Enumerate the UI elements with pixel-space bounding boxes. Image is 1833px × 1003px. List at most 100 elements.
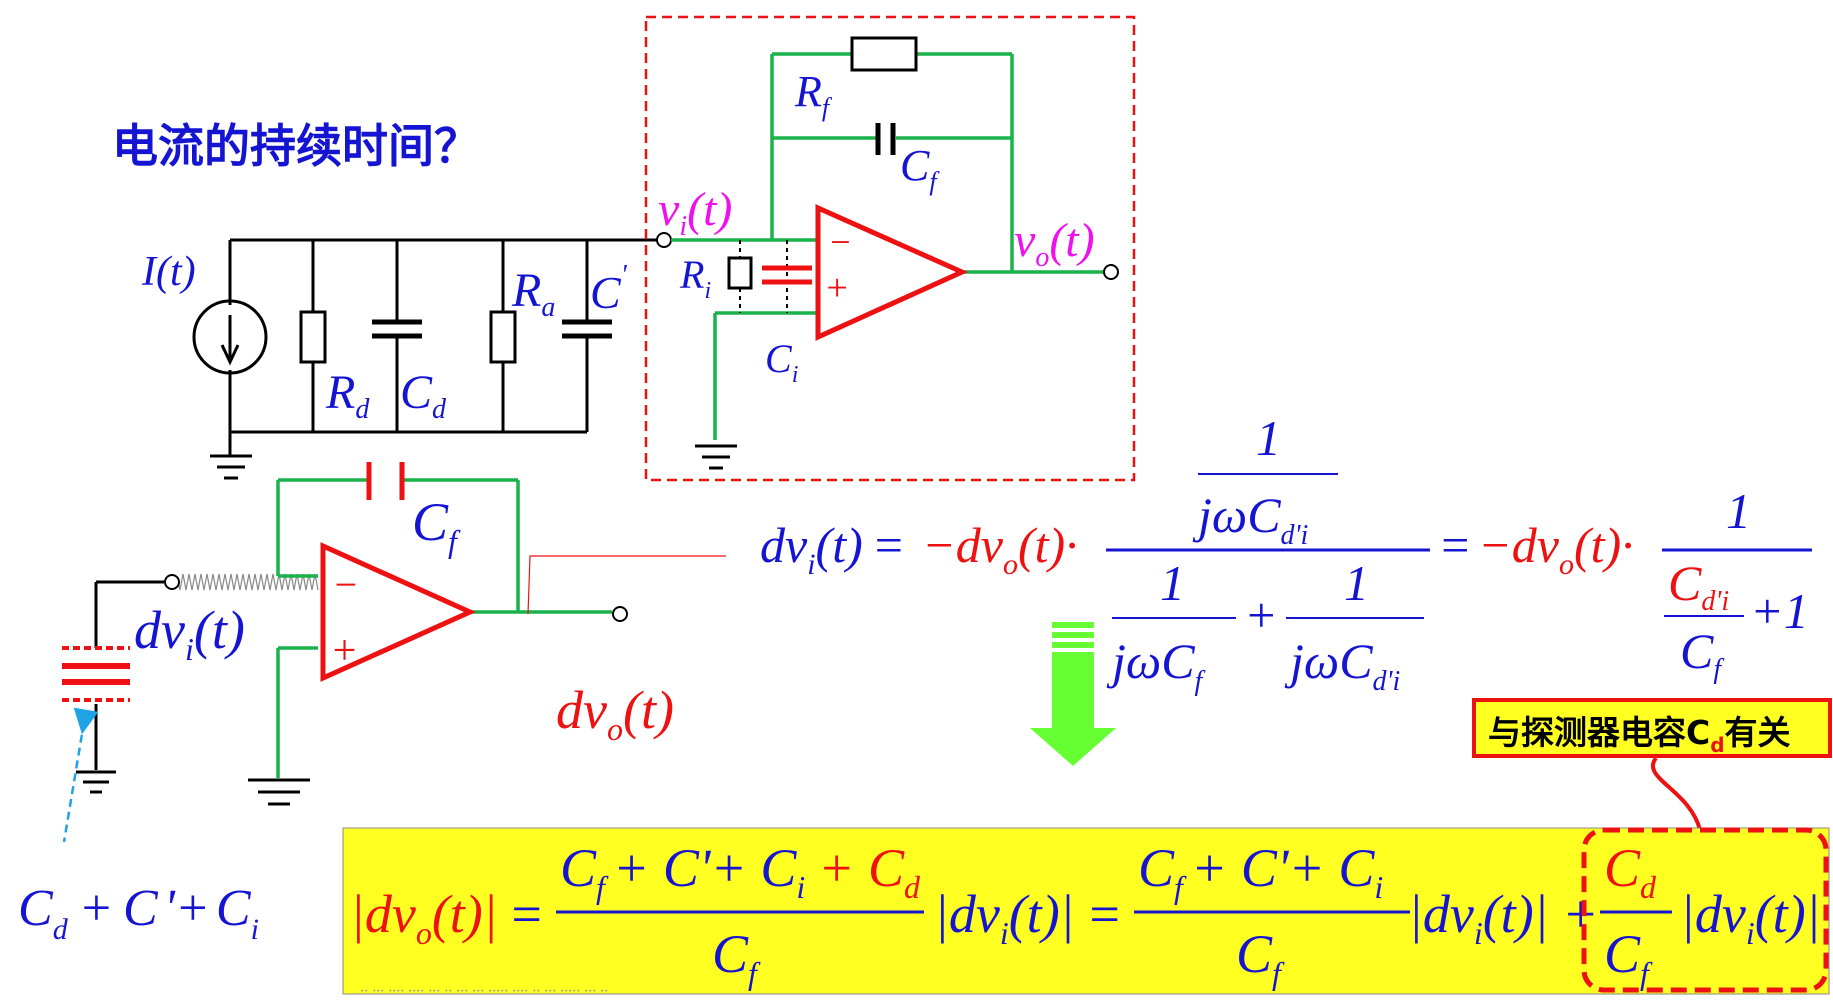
- eq1-rhs-cf-sub: f: [1713, 654, 1724, 685]
- callout-box: [1472, 698, 1832, 758]
- bottom-opamp-minus: −: [332, 562, 359, 607]
- svg-text:Rd: Rd: [325, 366, 370, 425]
- eq1-lhs-arg: (t): [816, 517, 863, 573]
- rf-resistor: [850, 36, 918, 72]
- eq2-num2-mid: + C'+ C: [1191, 838, 1375, 898]
- dvo-argument: (t): [623, 680, 674, 740]
- svg-text:|dvi(t)|: |dvi(t)|: [934, 884, 1075, 951]
- bottom-cf-label: C: [412, 492, 449, 552]
- dvo-subscript: o: [607, 711, 623, 747]
- eq1-rhs-neg: −dv: [1478, 517, 1560, 573]
- cap-sum-label: Cd+C'+Ci: [18, 880, 259, 946]
- vi-subscript: i: [679, 211, 687, 242]
- eq2-num1-mid: + C'+ C: [613, 838, 797, 898]
- rd-subscript: d: [355, 394, 370, 425]
- eq1-den-one-a: 1: [1160, 555, 1185, 611]
- vo-subscript: o: [1035, 242, 1049, 273]
- ri-resistor: [727, 256, 753, 290]
- svg-text:−dvo(t)·: −dvo(t)·: [1478, 517, 1634, 581]
- top-circuit-labels: I(t) Rd Cd Ra C' Ri Ci Rf Cf: [141, 67, 940, 425]
- dvo-terminal: [612, 606, 628, 622]
- eq2-plus: +: [1562, 884, 1598, 944]
- callout-connector: [1651, 756, 1702, 831]
- eq2-num1-cf: C: [560, 838, 597, 898]
- bottom-circuit: [62, 462, 726, 806]
- ci-subscript: i: [792, 362, 799, 388]
- eq2-num3-cd-sub: d: [1640, 869, 1657, 905]
- svg-text:Cf: Cf: [900, 141, 940, 196]
- rf-subscript: f: [822, 93, 833, 122]
- eq1-rhs-cd-sub: d'i: [1701, 586, 1729, 617]
- eq2-num2-ci-sub: i: [1374, 869, 1383, 905]
- eq1-num-one: 1: [1256, 410, 1281, 466]
- svg-text:|dvi(t)|: |dvi(t)|: [1408, 884, 1549, 951]
- vo-argument: (t): [1049, 214, 1094, 267]
- eq1-den-one-b: 1: [1344, 555, 1369, 611]
- eq2-abs-dvi-3-sub: i: [1746, 915, 1755, 951]
- vo-terminal: [1103, 264, 1119, 280]
- dvo-label: dv: [556, 680, 607, 740]
- eq1-rhs-plus-one: +1: [1750, 583, 1809, 639]
- eq1-neg-dvo-arg: (t)·: [1018, 517, 1078, 573]
- eq1-num-jw-sub: d'i: [1281, 520, 1309, 551]
- ra-label: R: [511, 264, 541, 317]
- slide-title: 电流的持续时间？: [112, 119, 480, 173]
- eq2-num1-cd-sub: d: [904, 869, 921, 905]
- source-label: I(t): [141, 249, 196, 295]
- eq1-den-jw-a-sub: f: [1195, 666, 1206, 697]
- top-equation: dvi(t)= −dvo(t)· 1 jωCd'i 1 jωCf + 1 jωC…: [760, 410, 1812, 697]
- eq2-num1-cd: + C: [818, 838, 905, 898]
- ra-subscript: a: [541, 292, 555, 323]
- eq1-den-jw-b: jωC: [1284, 633, 1373, 689]
- eq1-den-jw-b-sub: d'i: [1373, 666, 1401, 697]
- top-opamp: [815, 204, 969, 341]
- eq1-num-jw: jωC: [1192, 487, 1281, 543]
- eq2-den2: C: [1236, 924, 1273, 984]
- down-arrow-icon: [1030, 622, 1116, 766]
- svg-text:dvi(t): dvi(t): [134, 600, 245, 667]
- eq2-abs-dvi-1-sub: i: [1000, 915, 1009, 951]
- eq2-num2-cf: C: [1138, 838, 1175, 898]
- svg-text:|dvi(t)|: |dvi(t)|: [1680, 884, 1821, 951]
- cprime-prime: ': [621, 260, 628, 291]
- svg-text:dvo(t): dvo(t): [556, 680, 674, 747]
- ci-label: C: [765, 336, 793, 381]
- eq1-rhs-sub: o: [1559, 548, 1574, 581]
- top-circuit: [192, 238, 660, 480]
- eq2-abs-dvi-1: |dv: [934, 884, 1000, 944]
- svg-text:Cf: Cf: [1680, 623, 1724, 685]
- current-source-icon: [192, 299, 268, 375]
- eq2-num3-cd: C: [1604, 838, 1641, 898]
- eq1-lhs: dv: [760, 517, 808, 573]
- svg-text:Ci: Ci: [765, 336, 798, 388]
- eq1-rhs-cd: C: [1668, 555, 1702, 611]
- cd-label: C: [400, 366, 433, 419]
- vo-label: v: [1014, 214, 1036, 267]
- cap-sum-arrow: [62, 707, 99, 843]
- svg-text:vi(t): vi(t): [658, 183, 732, 242]
- amplifier-box: [644, 15, 1136, 482]
- eq2-abs-dvi-2-sub: i: [1474, 915, 1483, 951]
- eq1-rhs-arg: (t)·: [1574, 517, 1634, 573]
- faint-footer: ·· ··· ···· ···· ··· ·· ··· ··· ····· ··…: [360, 983, 608, 998]
- svg-text:dvi(t)=: dvi(t)=: [760, 517, 903, 581]
- eq1-equals-2: =: [1438, 517, 1472, 573]
- bottom-cf-subscript: f: [448, 523, 461, 559]
- dvi-subscript: i: [185, 631, 194, 667]
- rd-label: R: [325, 366, 355, 419]
- eq1-den-jw-a: jωC: [1106, 633, 1195, 689]
- eq1-lhs-sub: i: [807, 548, 815, 581]
- eq2-num1-ci-sub: i: [796, 869, 805, 905]
- opamp-minus-sign: −: [828, 222, 852, 262]
- callout-text: 与探测器电容Cd有关: [1488, 713, 1791, 757]
- svg-text:Cf+ C'+ Ci: Cf+ C'+ Ci: [560, 838, 805, 905]
- output-ripple: [527, 555, 726, 615]
- bottom-opamp-plus: +: [330, 628, 358, 674]
- dvi-label: dv: [134, 600, 185, 660]
- eq1-rhs-cf: C: [1680, 623, 1714, 679]
- dvi-argument: (t): [194, 600, 245, 660]
- eq2-equals: =: [508, 884, 544, 944]
- top-amplifier: [671, 36, 1107, 470]
- eq2-lhs-sub: o: [416, 915, 432, 951]
